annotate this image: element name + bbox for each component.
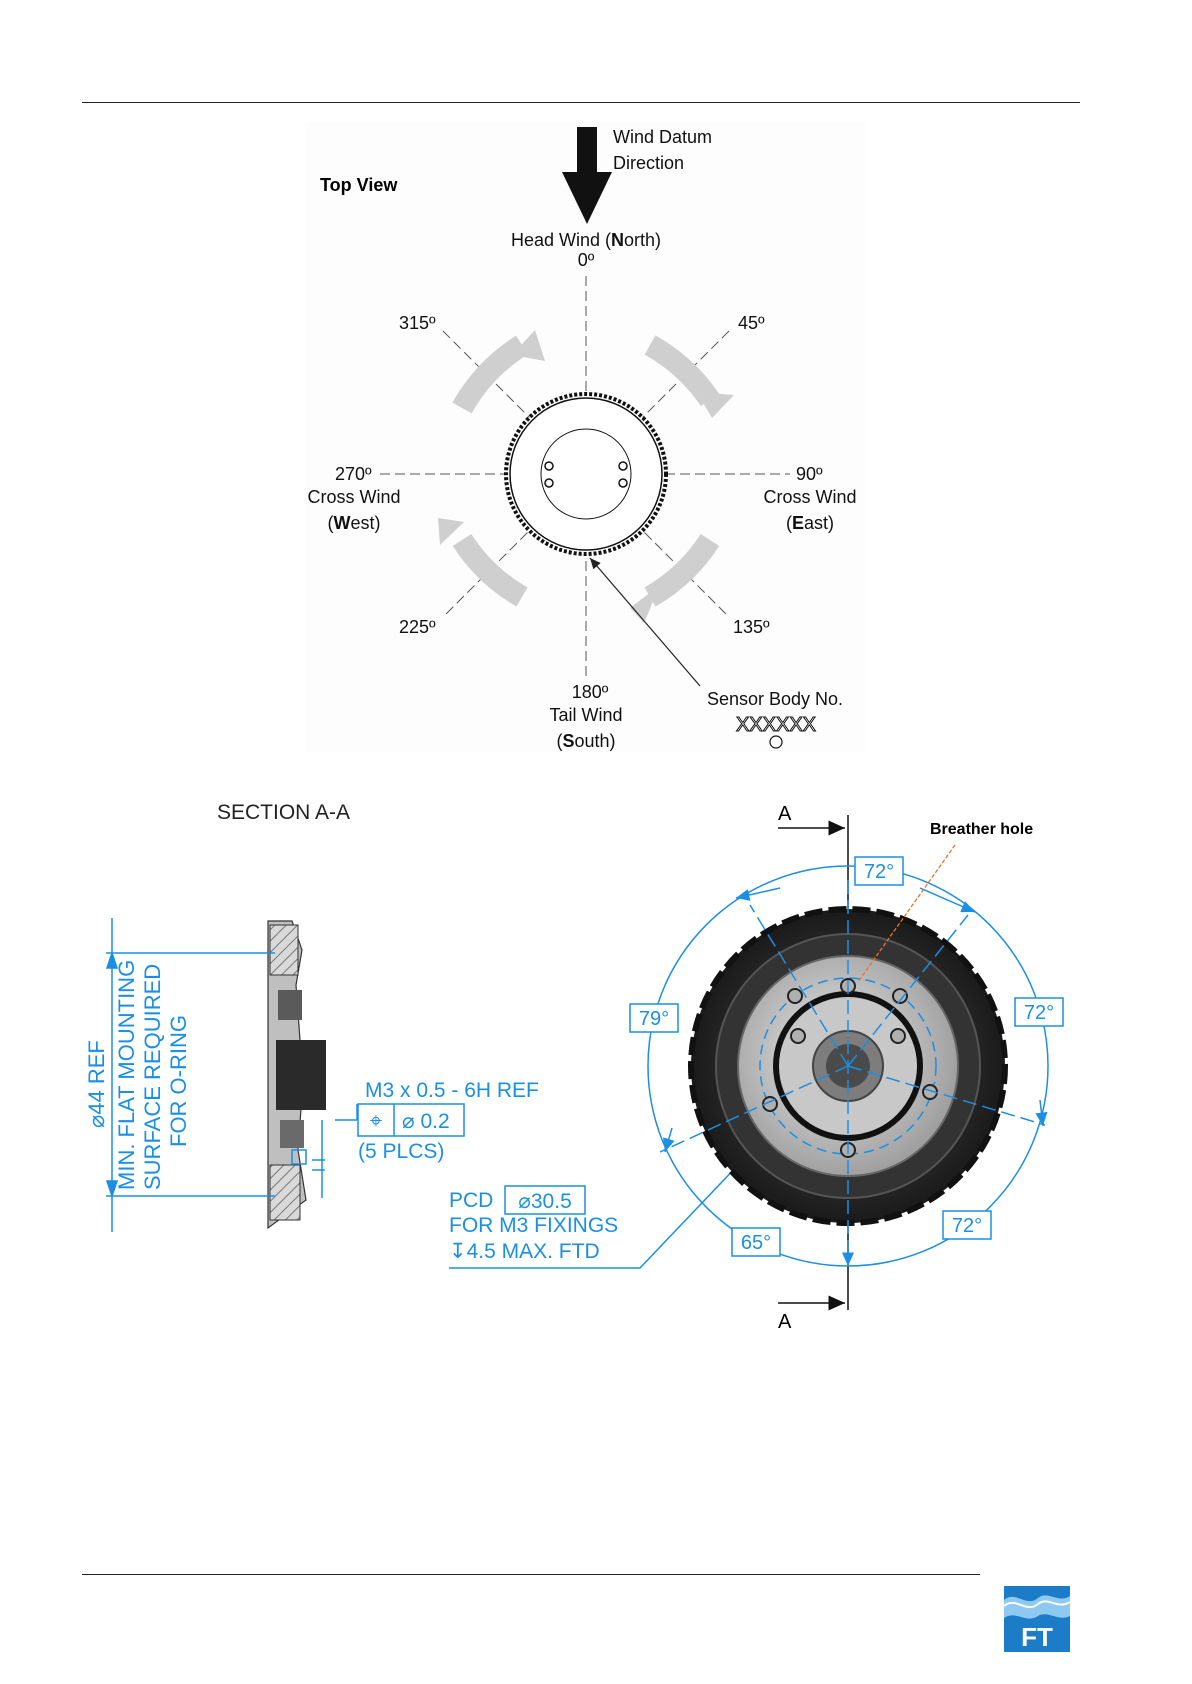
- rotation-arrows: [452, 335, 720, 607]
- section-marker-bottom: A: [778, 1311, 792, 1333]
- wind-datum-arrow: [562, 127, 612, 224]
- pcd-frame: [504, 1185, 586, 1215]
- tolerance-frame: ⌖ ⌀ 0.2: [357, 1103, 465, 1137]
- label-45: 45º: [738, 313, 765, 333]
- sensor-mark-circle: [769, 735, 783, 749]
- wind-datum-line1: Wind Datum: [613, 127, 712, 147]
- front-view: A A: [629, 803, 1064, 1333]
- thread-callout-lines: [312, 1104, 358, 1198]
- diameter-44-dimension: [105, 918, 275, 1232]
- south-degree: 180º: [572, 682, 609, 702]
- east-degree: 90º: [796, 464, 823, 484]
- sensor-body: [504, 392, 668, 556]
- header-rule: [82, 102, 1080, 103]
- logo-text: FT: [1021, 1622, 1053, 1652]
- ft-logo: FT: [1004, 1586, 1070, 1652]
- section-title: SECTION A-A: [217, 801, 350, 824]
- tolerance-value: ⌀ 0.2: [402, 1110, 450, 1133]
- top-view-diagram: Wind Datum Direction Top View Head Wind …: [305, 122, 865, 752]
- angle-top: 72°: [854, 856, 904, 886]
- angle-left-upper: 79°: [629, 1003, 679, 1033]
- north-degree: 0º: [578, 250, 595, 270]
- top-view-title: Top View: [320, 175, 398, 195]
- label-135: 135º: [733, 617, 770, 637]
- dim-text-line1: MIN. FLAT MOUNTING: [114, 960, 139, 1190]
- dim-text-line2: SURFACE REQUIRED: [140, 964, 165, 1190]
- angle-left-lower: 65°: [731, 1227, 781, 1257]
- breather-label: Breather hole: [930, 821, 1033, 838]
- label-315: 315º: [399, 313, 436, 333]
- dim-text-line3: FOR O-RING: [166, 1015, 191, 1147]
- label-225: 225º: [399, 617, 436, 637]
- section-drawing: SECTION A-A ⌀44 REF MIN. FLAT MOUNTING S…: [84, 801, 1064, 1333]
- svg-text:72°: 72°: [1024, 1002, 1054, 1024]
- sensor-serial: XXXXXX: [736, 714, 816, 736]
- svg-text:65°: 65°: [741, 1232, 771, 1254]
- angle-right-upper: 72°: [1014, 997, 1064, 1027]
- pcd-depth: ↧4.5 MAX. FTD: [449, 1240, 600, 1263]
- wind-datum-line2: Direction: [613, 153, 684, 173]
- angle-right-lower: 72°: [942, 1210, 992, 1240]
- section-profile: [267, 920, 326, 1230]
- west-degree: 270º: [335, 464, 372, 484]
- svg-text:79°: 79°: [639, 1008, 669, 1030]
- section-marker-top: A: [778, 803, 792, 825]
- pcd-value: ⌀30.5: [518, 1190, 572, 1213]
- thread-spec: M3 x 0.5 - 6H REF: [365, 1079, 539, 1102]
- east-line2: (East): [786, 513, 834, 533]
- west-line2: (West): [327, 513, 380, 533]
- svg-text:72°: 72°: [864, 861, 894, 883]
- position-symbol: ⌖: [370, 1108, 382, 1133]
- dim-44-ref: ⌀44 REF: [84, 1040, 109, 1128]
- plcs-count: (5 PLCS): [358, 1140, 444, 1163]
- breather-leader: [857, 844, 956, 983]
- footer-rule: [82, 1574, 980, 1575]
- west-line1: Cross Wind: [307, 487, 400, 507]
- south-line2: (South): [556, 731, 615, 751]
- south-line1: Tail Wind: [549, 705, 622, 725]
- svg-text:72°: 72°: [952, 1215, 982, 1237]
- sensor-body-label: Sensor Body No.: [707, 689, 843, 709]
- east-line1: Cross Wind: [763, 487, 856, 507]
- pcd-fixings: FOR M3 FIXINGS: [449, 1214, 618, 1237]
- pcd-label: PCD: [449, 1189, 493, 1212]
- north-label: Head Wind (North): [511, 230, 661, 250]
- sensor-leader-line: [589, 557, 701, 687]
